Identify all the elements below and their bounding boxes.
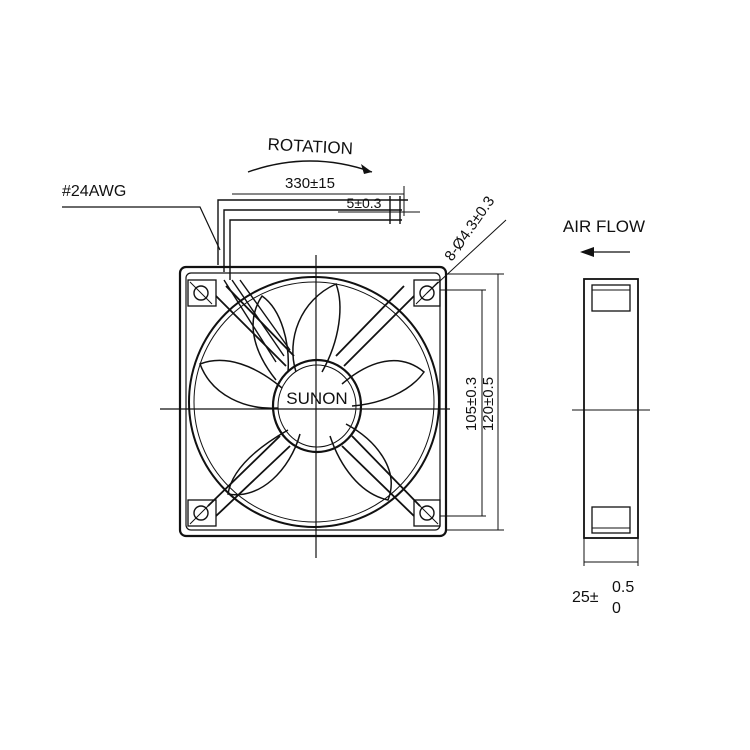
rotation-arrowhead — [361, 164, 372, 174]
side-top-pocket — [591, 284, 631, 312]
air-flow-label: AIR FLOW — [563, 217, 645, 236]
vertical-dimensions — [440, 273, 504, 531]
thickness-upper-label: 0.5 — [612, 579, 634, 596]
side-body — [583, 278, 639, 539]
frame-size-label: 120±0.5 — [480, 377, 497, 431]
rotation-label: ROTATION — [267, 135, 353, 158]
venturi-circle — [188, 276, 440, 528]
venturi-inner-circle — [193, 281, 435, 523]
hub-outer — [271, 358, 363, 454]
wire-gauge-label: #24AWG — [62, 183, 126, 200]
mounting-holes-leader — [426, 219, 507, 294]
wire-leads — [217, 196, 408, 363]
side-bottom-pocket — [591, 506, 631, 534]
frame-spokes — [207, 285, 421, 517]
strip-length-label: 5±0.3 — [347, 195, 382, 211]
hole-spacing-label: 105±0.3 — [463, 377, 480, 431]
lead-length-label: 330±15 — [285, 175, 335, 192]
brand-label: SUNON — [286, 389, 347, 408]
hub-inner — [277, 364, 357, 448]
wire-gauge-leader — [62, 206, 221, 251]
thickness-base-label: 25± — [572, 589, 599, 606]
mounting-hole-bottom-left — [187, 499, 217, 527]
air-flow-arrowhead — [580, 247, 594, 257]
frame-outer — [178, 265, 448, 538]
frame-inner — [185, 272, 441, 531]
fan-blades — [199, 282, 426, 501]
side-view: AIR FLOW 25± 0.5 0 — [563, 217, 650, 617]
thickness-lower-label: 0 — [612, 600, 621, 617]
mounting-hole-top-left — [187, 279, 217, 307]
front-view: SUNON — [160, 255, 450, 558]
rotation-arrow — [247, 160, 373, 173]
